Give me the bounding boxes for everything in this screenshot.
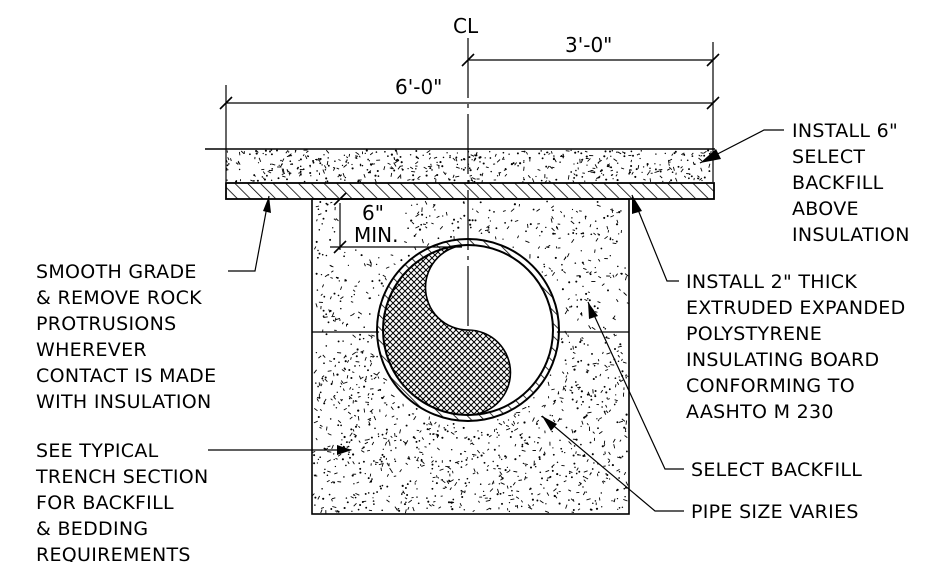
tick-mark [333, 240, 347, 254]
note-line: SELECT [792, 146, 865, 168]
insulation-board [225, 182, 715, 200]
min-cover-value: 6" [362, 201, 384, 225]
select-backfill-layer-stipple [225, 149, 712, 183]
leader-install-backfill [699, 129, 784, 164]
note-line: & REMOVE ROCK [36, 287, 202, 309]
arrowhead [337, 445, 352, 455]
note-select-backfill: SELECT BACKFILL [691, 459, 862, 481]
note-line: REQUIREMENTS [36, 544, 191, 562]
note-install-backfill: INSTALL 6" SELECT BACKFILL ABOVE INSULAT… [792, 120, 910, 246]
arrowhead [588, 302, 598, 319]
note-line: TRENCH SECTION [35, 466, 209, 488]
note-pipe-size: PIPE SIZE VARIES [691, 501, 859, 523]
leader-smooth-grade [228, 195, 270, 272]
arrowhead [263, 196, 271, 213]
note-line: BACKFILL [792, 172, 884, 194]
min-cover-suffix: MIN. [354, 223, 398, 247]
note-line: INSULATING BOARD [686, 349, 879, 371]
tick-mark [333, 192, 347, 206]
tick-mark [706, 53, 720, 67]
note-line: INSULATION [792, 224, 910, 246]
note-line: SMOOTH GRADE [36, 261, 197, 283]
note-typical-trench: SEE TYPICAL TRENCH SECTION FOR BACKFILL … [35, 440, 209, 562]
centerline-label: CL [453, 14, 479, 38]
tick-mark [461, 53, 475, 67]
note-line: SEE TYPICAL [36, 440, 159, 462]
note-line: WITH INSULATION [36, 391, 212, 413]
note-line: CONTACT IS MADE [36, 365, 216, 387]
leader-pipe-size [541, 415, 684, 512]
tick-mark [219, 96, 233, 110]
full-width-dimension: 6'-0" [395, 75, 442, 99]
half-width-dimension: 3'-0" [565, 33, 612, 57]
note-line: ABOVE [792, 198, 859, 220]
note-line: INSTALL 2" THICK [686, 271, 857, 293]
note-line: PROTRUSIONS [36, 313, 177, 335]
tick-mark [706, 96, 720, 110]
note-line: FOR BACKFILL [36, 492, 174, 514]
note-line: WHEREVER [36, 339, 147, 361]
note-line: EXTRUDED EXPANDED [686, 297, 906, 319]
note-line: POLYSTYRENE [686, 323, 822, 345]
leader-insulating-board [631, 194, 679, 282]
trench-outline [311, 198, 630, 515]
note-line: INSTALL 6" [792, 120, 898, 142]
min-cover-label-mask [350, 204, 402, 244]
arrowhead [632, 195, 642, 214]
note-line: AASHTO M 230 [686, 401, 834, 423]
note-smooth-grade: SMOOTH GRADE & REMOVE ROCK PROTRUSIONS W… [36, 261, 216, 413]
leader-select-backfill [587, 301, 684, 470]
arrowhead [700, 149, 721, 163]
note-line: & BEDDING [36, 518, 148, 540]
arrowhead [542, 416, 557, 431]
note-line: CONFORMING TO [686, 375, 855, 397]
note-insulating-board: INSTALL 2" THICK EXTRUDED EXPANDED POLYS… [686, 271, 906, 423]
